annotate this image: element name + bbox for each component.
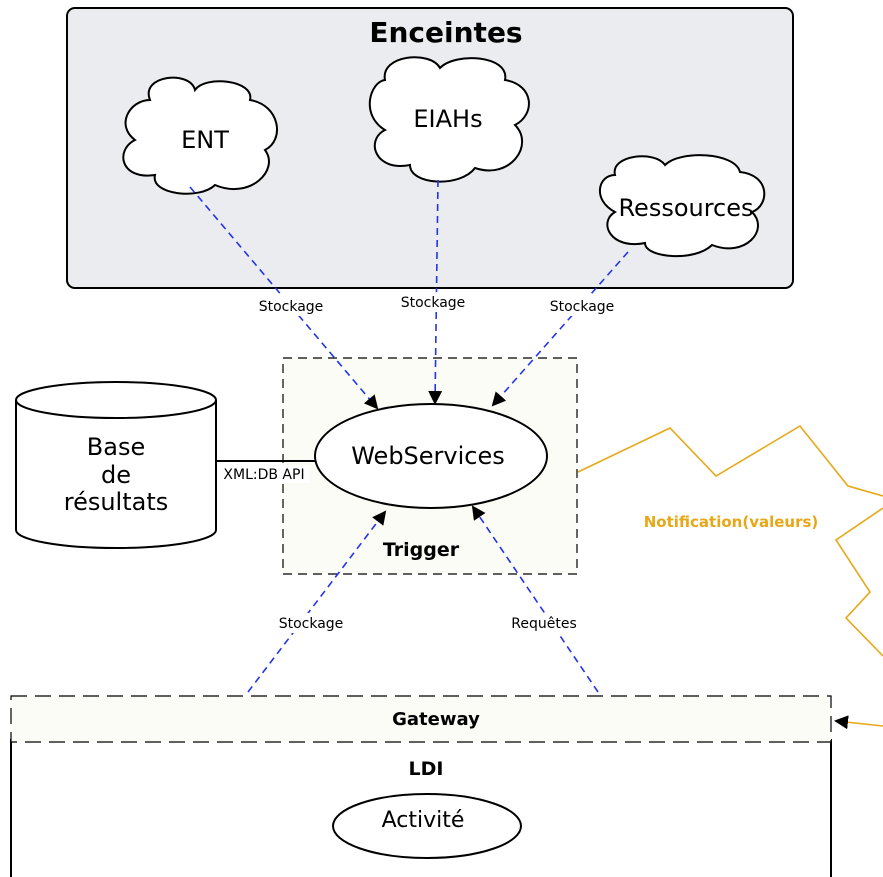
webservices-ellipse (314, 403, 548, 509)
database-line1: Base (87, 433, 145, 461)
gateway-bar (10, 695, 832, 743)
database-line3: résultats (64, 488, 169, 516)
label-stockage-gateway: Stockage (279, 616, 344, 632)
arrow-eiahs-webservices (428, 179, 443, 405)
database-cylinder: Base de résultats (15, 381, 217, 549)
notification-zigzag (577, 424, 883, 730)
label-stockage-ent: Stockage (259, 299, 324, 315)
cloud-ressources: Ressources (598, 154, 766, 257)
cloud-eiahs: EIAHs (368, 56, 530, 183)
label-requetes-gateway: Requêtes (511, 616, 576, 632)
gateway-label: Gateway (392, 709, 480, 730)
cloud-ressources-label: Ressources (618, 194, 753, 222)
arrow-gateway-requetes (471, 505, 599, 693)
enceintes-title: Enceintes (369, 16, 522, 49)
cloud-ent-label: ENT (181, 126, 229, 154)
arrow-gateway-stockage (247, 510, 387, 693)
database-line2: de (101, 461, 131, 489)
activity-ellipse (332, 793, 522, 859)
arrow-ressources-webservices (491, 251, 629, 407)
activity-label: Activité (382, 808, 465, 833)
label-api: XML:DB API (223, 467, 304, 483)
label-stockage-ressources: Stockage (550, 299, 615, 315)
trigger-label: Trigger (383, 539, 460, 561)
link-labels: Stockage Stockage Stockage Stockage Requ… (255, 292, 618, 633)
ldi-title: LDI (409, 758, 444, 780)
enceintes-group: Enceintes ENT EIAHs Ressources (66, 7, 794, 289)
notification-label: Notification(valeurs) (644, 513, 819, 531)
webservices-label: WebServices (351, 442, 505, 470)
label-stockage-eiahs: Stockage (401, 295, 466, 311)
cloud-eiahs-label: EIAHs (413, 105, 482, 133)
cloud-ent: ENT (122, 76, 278, 195)
